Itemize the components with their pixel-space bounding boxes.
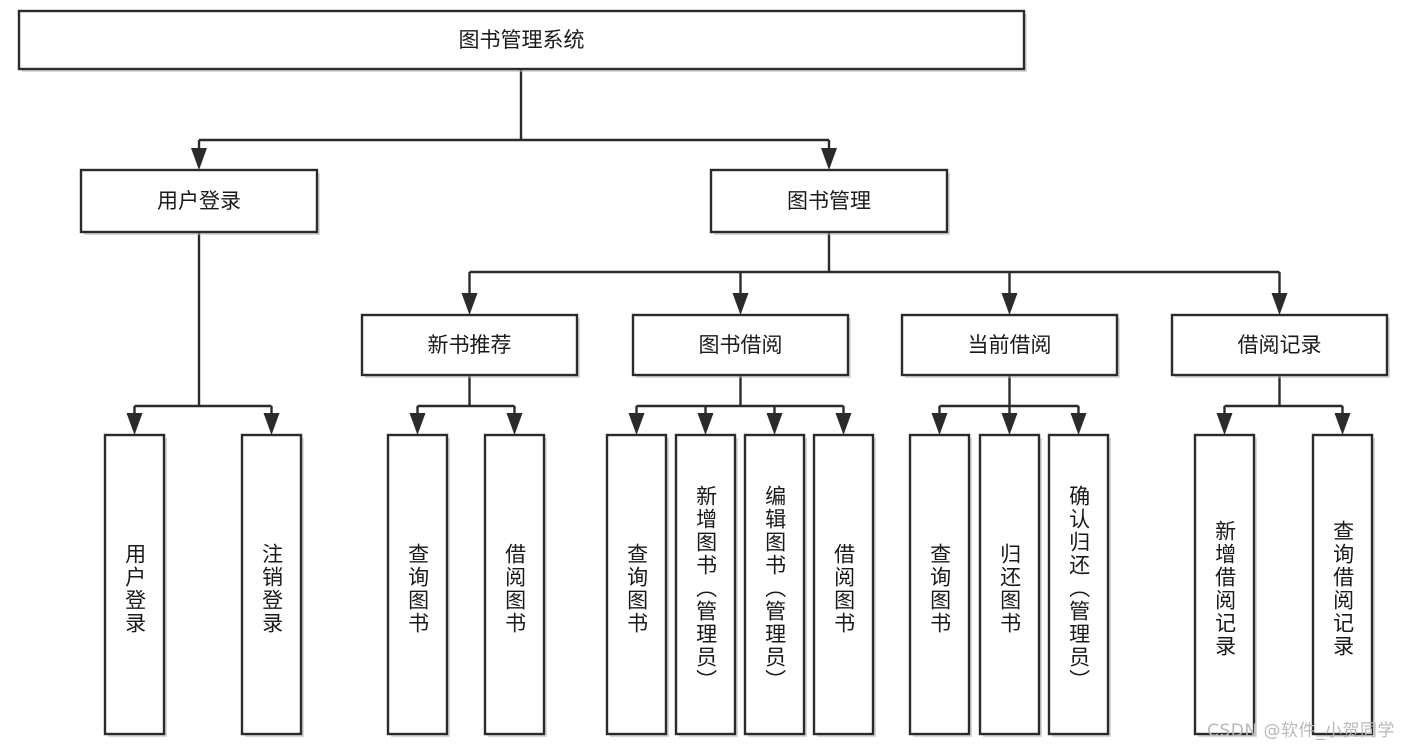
node-borrow-record[interactable]: 借阅记录 — [1170, 313, 1390, 378]
arrowhead-icon-book-borrow — [732, 293, 749, 315]
node-root-rect[interactable] — [17, 9, 1026, 71]
node-label-book-manage: 图书管理 — [787, 189, 871, 213]
arrowhead-icon-book-manage — [821, 148, 837, 170]
arrowhead-icon-borrow-record — [1271, 293, 1288, 315]
node-leaf-edit-book[interactable] — [743, 433, 807, 737]
node-leaf-borrow-book-2-rect[interactable] — [812, 433, 875, 736]
arrowhead-icon-current-borrow — [1001, 293, 1018, 315]
node-book-borrow-rect[interactable] — [631, 313, 850, 377]
node-label-root: 图书管理系统 — [459, 28, 585, 52]
node-label-borrow-record: 借阅记录 — [1238, 333, 1322, 357]
arrowhead-icon-new-book-rec — [461, 293, 478, 315]
node-leaf-query-book-3[interactable] — [908, 433, 972, 737]
node-leaf-borrow-book-1[interactable] — [483, 433, 547, 737]
node-leaf-edit-book-rect[interactable] — [743, 433, 806, 736]
node-leaf-add-book[interactable] — [674, 433, 738, 737]
arrowhead-icon-leaf-user-login — [126, 413, 143, 435]
node-leaf-query-record[interactable] — [1311, 433, 1375, 737]
node-borrow-record-rect[interactable] — [1170, 313, 1389, 377]
node-leaf-query-record-rect[interactable] — [1311, 433, 1374, 736]
node-label-new-book-rec: 新书推荐 — [428, 333, 512, 357]
node-book-manage-rect[interactable] — [709, 168, 949, 234]
arrowhead-icon-leaf-query-record — [1334, 413, 1351, 435]
node-book-borrow[interactable]: 图书借阅 — [631, 313, 851, 378]
node-current-borrow-rect[interactable] — [900, 313, 1119, 377]
arrowhead-icon-leaf-query-book-1 — [409, 413, 426, 435]
arrowhead-icon-leaf-query-book-3 — [931, 413, 948, 435]
node-leaf-logout-rect[interactable] — [240, 433, 303, 736]
node-leaf-borrow-book-1-rect[interactable] — [483, 433, 546, 736]
watermark-text: CSDN @软件_小贺同学 — [1207, 721, 1395, 741]
node-leaf-return-book-rect[interactable] — [978, 433, 1041, 736]
node-leaf-add-record-rect[interactable] — [1193, 433, 1256, 736]
arrowhead-icon-user-login — [191, 148, 207, 170]
node-leaf-add-book-rect[interactable] — [674, 433, 737, 736]
node-book-manage[interactable]: 图书管理 — [709, 168, 950, 235]
node-label-user-login: 用户登录 — [157, 189, 241, 213]
node-leaf-query-book-3-rect[interactable] — [908, 433, 971, 736]
arrowhead-icon-leaf-return-book — [1001, 413, 1018, 435]
node-leaf-logout[interactable] — [240, 433, 304, 737]
arrowhead-icon-leaf-borrow-book-2 — [835, 413, 852, 435]
arrowhead-icon-leaf-add-book — [697, 413, 714, 435]
node-user-login-rect[interactable] — [79, 168, 319, 234]
arrowhead-icon-leaf-edit-book — [766, 413, 783, 435]
node-current-borrow[interactable]: 当前借阅 — [900, 313, 1120, 378]
node-new-book-rec-rect[interactable] — [360, 313, 579, 377]
edges-layer — [126, 69, 1351, 435]
node-leaf-query-book-1-rect[interactable] — [386, 433, 449, 736]
node-new-book-rec[interactable]: 新书推荐 — [360, 313, 580, 378]
arrowhead-icon-leaf-logout — [263, 413, 280, 435]
arrowhead-icon-leaf-add-record — [1216, 413, 1233, 435]
arrowhead-icon-leaf-borrow-book-1 — [506, 413, 523, 435]
arrowhead-icon-leaf-confirm-return — [1070, 413, 1087, 435]
node-leaf-add-record[interactable] — [1193, 433, 1257, 737]
node-label-current-borrow: 当前借阅 — [968, 333, 1052, 357]
arrowhead-icon-leaf-query-book-2 — [628, 413, 645, 435]
node-leaf-return-book[interactable] — [978, 433, 1042, 737]
node-leaf-query-book-2[interactable] — [605, 433, 669, 737]
node-leaf-borrow-book-2[interactable] — [812, 433, 876, 737]
node-leaf-query-book-1[interactable] — [386, 433, 450, 737]
node-label-book-borrow: 图书借阅 — [699, 333, 783, 357]
node-leaf-confirm-return-rect[interactable] — [1047, 433, 1110, 736]
node-leaf-query-book-2-rect[interactable] — [605, 433, 668, 736]
node-user-login[interactable]: 用户登录 — [79, 168, 320, 235]
node-root[interactable]: 图书管理系统 — [17, 9, 1027, 72]
node-leaf-user-login-rect[interactable] — [103, 433, 166, 736]
node-leaf-user-login[interactable] — [103, 433, 167, 737]
node-leaf-confirm-return[interactable] — [1047, 433, 1111, 737]
